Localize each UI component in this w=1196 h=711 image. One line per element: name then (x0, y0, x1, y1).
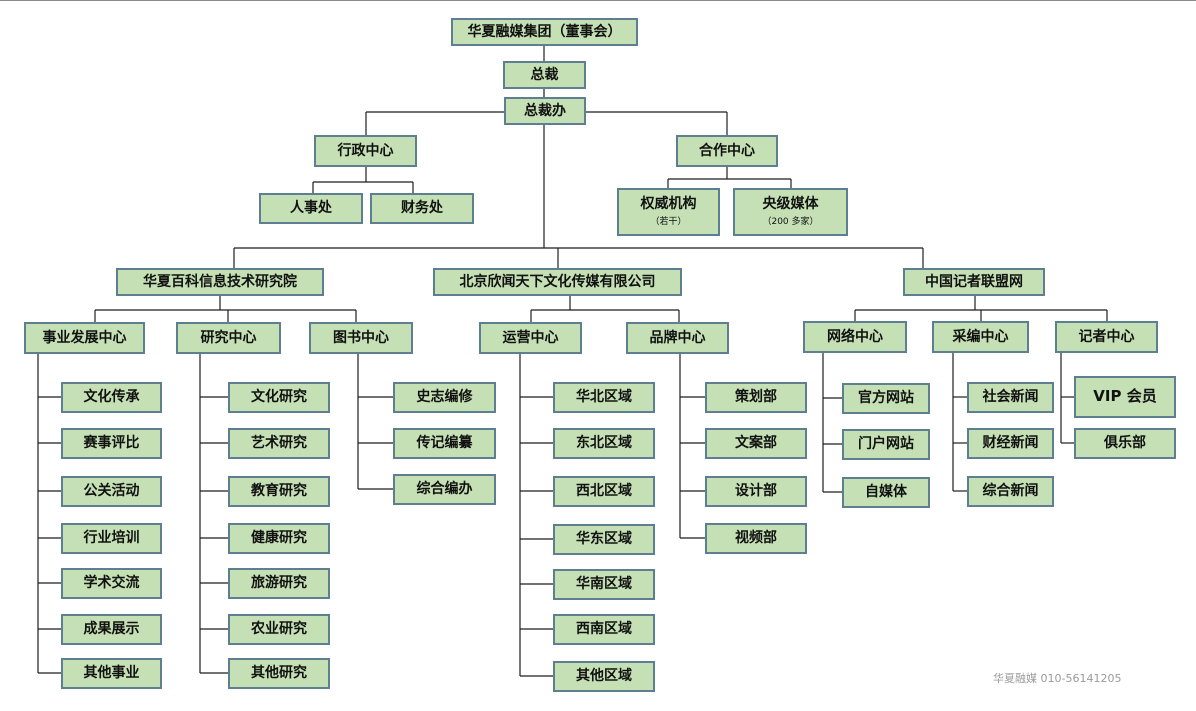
list-item: 社会新闻 (967, 382, 1054, 413)
list-item: 学术交流 (61, 568, 162, 599)
president-office-box: 总裁办 (504, 97, 586, 125)
list-item: 综合编办 (393, 474, 496, 505)
division-label: 记者中心 (1078, 328, 1135, 345)
list-item: 农业研究 (228, 614, 330, 645)
central-media-box: 央级媒体 （200 多家） (733, 188, 848, 236)
list-item: 华南区域 (553, 569, 655, 600)
company-label: 北京欣闻天下文化传媒有限公司 (459, 273, 656, 290)
list-item: 文化研究 (228, 382, 330, 413)
list-item: 东北区域 (553, 428, 655, 459)
division-business-dev: 事业发展中心 (24, 322, 145, 354)
list-item: 自媒体 (842, 477, 930, 508)
list-item: 赛事评比 (61, 428, 162, 459)
list-item: 文案部 (705, 428, 807, 459)
top-border-line (0, 0, 1196, 1)
list-item: 艺术研究 (228, 428, 330, 459)
hr-dept-label: 人事处 (290, 200, 332, 217)
central-media-note: （200 多家） (762, 217, 819, 228)
list-item: 视频部 (705, 523, 807, 554)
division-editorial: 采编中心 (932, 321, 1029, 353)
division-label: 网络中心 (827, 328, 883, 345)
list-item: 教育研究 (228, 476, 330, 507)
list-item: 门户网站 (842, 429, 930, 460)
president-box: 总裁 (503, 61, 586, 89)
division-label: 图书中心 (333, 329, 389, 346)
division-label: 采编中心 (952, 328, 1009, 345)
finance-dept-box: 财务处 (370, 193, 474, 224)
hr-dept-box: 人事处 (259, 193, 363, 224)
president-office-label: 总裁办 (524, 102, 566, 119)
list-item: 策划部 (705, 382, 807, 413)
board-box: 华夏融媒集团（董事会） (451, 18, 638, 46)
list-item: 西北区域 (553, 476, 655, 507)
list-item: 俱乐部 (1074, 428, 1176, 459)
cooperation-center-label: 合作中心 (699, 142, 755, 159)
list-item: 官方网站 (842, 383, 930, 414)
list-item: 其他事业 (61, 658, 162, 689)
list-item: 传记编纂 (393, 428, 496, 459)
board-label: 华夏融媒集团（董事会） (467, 23, 622, 40)
division-network: 网络中心 (803, 321, 907, 353)
list-item: 成果展示 (61, 614, 162, 645)
list-item: 其他研究 (228, 658, 330, 689)
division-reporters: 记者中心 (1055, 321, 1158, 353)
division-label: 运营中心 (502, 329, 559, 346)
admin-center-label: 行政中心 (337, 142, 394, 159)
list-item: 西南区域 (553, 614, 655, 645)
division-research: 研究中心 (176, 322, 281, 354)
division-label: 事业发展中心 (42, 329, 127, 346)
list-item: 文化传承 (61, 382, 162, 413)
list-item: 设计部 (705, 476, 807, 507)
division-brand: 品牌中心 (626, 322, 729, 354)
admin-center-box: 行政中心 (314, 135, 417, 167)
list-item: 史志编修 (393, 382, 496, 413)
list-item: 其他区域 (553, 661, 655, 692)
authority-org-note: （若干） (650, 217, 687, 228)
central-media-label: 央级媒体 (762, 196, 819, 213)
network-box: 中国记者联盟网 (903, 268, 1045, 296)
president-label: 总裁 (530, 66, 559, 83)
company-box: 北京欣闻天下文化传媒有限公司 (433, 268, 682, 296)
cooperation-center-box: 合作中心 (676, 135, 778, 167)
list-item: VIP 会员 (1074, 376, 1176, 418)
institute-box: 华夏百科信息技术研究院 (116, 268, 324, 296)
authority-org-box: 权威机构 （若干） (617, 188, 720, 236)
list-item: 公关活动 (61, 476, 162, 507)
list-item: 华北区域 (553, 382, 655, 413)
list-item: 健康研究 (228, 523, 330, 554)
finance-dept-label: 财务处 (401, 200, 443, 217)
watermark-text: 华夏融媒 010-56141205 (993, 672, 1122, 685)
division-operations: 运营中心 (479, 322, 582, 354)
division-books: 图书中心 (309, 322, 413, 354)
division-label: 研究中心 (200, 329, 257, 346)
list-item: 华东区域 (553, 524, 655, 555)
list-item: 综合新闻 (967, 476, 1054, 507)
list-item: 旅游研究 (228, 568, 330, 599)
authority-org-label: 权威机构 (640, 196, 697, 213)
list-item: 财经新闻 (967, 428, 1054, 459)
division-label: 品牌中心 (649, 329, 706, 346)
institute-label: 华夏百科信息技术研究院 (143, 273, 297, 290)
network-label: 中国记者联盟网 (925, 273, 1023, 290)
list-item: 行业培训 (61, 523, 162, 554)
